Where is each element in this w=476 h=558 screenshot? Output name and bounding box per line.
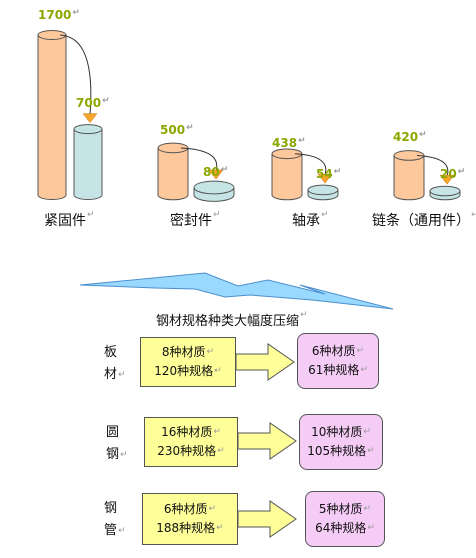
value-label-fasteners-after: 700↵ — [76, 96, 110, 110]
to-box-pipe: 5种材质↵ 64种规格↵ — [305, 491, 385, 547]
value-label-chains-before: 420↵ — [393, 130, 427, 144]
category-label-bearings: 轴承↵ — [292, 210, 329, 229]
cylinder-after-seals-top — [193, 180, 235, 195]
lightning-shape — [79, 272, 394, 310]
value-label-bearings-before: 438↵ — [272, 136, 306, 150]
reduction-arrow-seals — [180, 147, 218, 172]
arrow-row-plate — [235, 343, 295, 381]
cylinder-before-bearings — [271, 148, 303, 201]
arrowhead-chains — [439, 174, 455, 185]
category-label-chains: 链条（通用件）↵ — [372, 210, 476, 229]
cylinder-after-bearings-top — [307, 184, 339, 196]
arrow-row-pipe — [237, 500, 297, 538]
cylinder-before-chains — [393, 150, 425, 201]
value-label-fasteners-before: 1700↵ — [38, 8, 80, 22]
arrowhead-fasteners — [82, 113, 98, 124]
cylinder-before-seals — [157, 142, 189, 201]
arrowhead-seals — [208, 169, 224, 180]
from-box-plate: 8种材质↵ 120种规格↵ — [140, 337, 236, 387]
cylinder-before-seals-body — [157, 147, 189, 201]
category-label-fasteners: 紧固件↵ — [44, 210, 95, 229]
arrowhead-bearings — [317, 173, 333, 184]
cylinder-after-chains — [429, 185, 461, 201]
row-label-round: 圆 钢↵ — [106, 425, 128, 462]
row-label-pipe: 钢 管↵ — [104, 501, 126, 538]
cylinder-after-fasteners — [73, 124, 103, 200]
cylinder-before-chains-body — [393, 155, 425, 201]
cylinder-after-seals — [193, 180, 235, 202]
cylinder-before-fasteners-body — [37, 35, 67, 200]
from-box-round: 16种材质↵ 230种规格↵ — [144, 417, 238, 467]
banner-text: 钢材规格种类大幅度压缩↵ — [156, 310, 308, 329]
reduction-arrow-bearings — [294, 153, 327, 176]
cylinder-before-fasteners — [37, 30, 67, 200]
cylinder-after-bearings — [307, 184, 339, 201]
cylinder-before-seals-top — [157, 142, 189, 154]
reduction-arrow-fasteners — [59, 34, 92, 115]
reduction-arrow-chains — [416, 154, 449, 177]
arrow-row-round — [237, 422, 297, 460]
cylinder-chart — [37, 30, 461, 202]
cylinder-before-bearings-body — [271, 153, 303, 201]
category-label-seals: 密封件↵ — [170, 210, 221, 229]
row-label-plate: 板 材↵ — [104, 345, 126, 382]
value-label-chains-after: 20↵ — [440, 167, 466, 181]
cylinder-before-fasteners-top — [37, 30, 67, 40]
from-box-pipe: 6种材质↵ 188种规格↵ — [142, 493, 238, 545]
to-box-round: 10种材质↵ 105种规格↵ — [299, 414, 383, 470]
value-label-bearings-after: 54↵ — [316, 167, 342, 181]
to-box-plate: 6种材质↵ 61种规格↵ — [297, 333, 379, 389]
value-label-seals-after: 80↵ — [203, 165, 229, 179]
cylinder-after-fasteners-top — [73, 124, 103, 135]
value-label-seals-before: 500↵ — [160, 123, 194, 137]
cylinder-after-fasteners-body — [73, 129, 103, 200]
cylinder-after-chains-top — [429, 185, 461, 197]
cylinder-before-chains-top — [393, 150, 425, 161]
cylinder-before-bearings-top — [271, 148, 303, 160]
